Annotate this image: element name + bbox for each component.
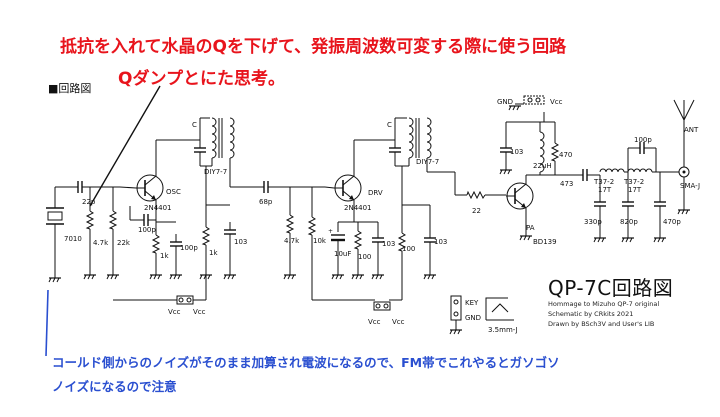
credit-line1: Hommage to Mizuho QP-7 original — [548, 300, 660, 308]
credit-line3: Drawn by BSch3V and User's LIB — [548, 320, 655, 328]
label-c68p: 68p — [259, 198, 273, 206]
red-annotation-line2: Qダンプとにた思考。 — [118, 69, 285, 89]
label-key-gnd: GND — [465, 314, 481, 322]
label-r22k: 22k — [117, 239, 131, 247]
vcc-connector-osc — [176, 295, 194, 305]
label-r1k-a: 1k — [160, 252, 169, 260]
label-t37a: T37-2 — [593, 178, 614, 186]
label-r1k-b: 1k — [209, 249, 218, 257]
label-r22: 22 — [472, 207, 481, 215]
drv-stage: 68p 4.7k 10k DRV 2N4401 + 10uF 100 103 — [255, 117, 466, 326]
label-drv: DRV — [368, 189, 383, 197]
label-diy-a: DIY7-7 — [204, 168, 227, 176]
label-c330p: 330p — [584, 218, 602, 226]
red-annotation-line1: 抵抗を入れて水晶のQを下げて、発振周波数可変する際に使う回路 — [60, 37, 567, 57]
label-pa: PA — [526, 224, 535, 232]
osc-transformer — [212, 118, 234, 158]
red-arrow-line — [89, 85, 161, 207]
blue-annotation-line2: ノイズになるので注意 — [52, 379, 177, 394]
label-c100p-a: 100p — [138, 226, 156, 234]
drv-transformer — [409, 118, 431, 158]
label-vcc1: Vcc — [168, 308, 181, 316]
label-c473: 473 — [560, 180, 573, 188]
label-l22uh: 22uH — [533, 162, 552, 170]
pa-transistor — [505, 182, 534, 210]
vcc-connector-drv — [373, 301, 391, 311]
label-osc: OSC — [166, 188, 181, 196]
schematic-title: QP-7C回路図 — [548, 276, 674, 300]
label-c103-a: 103 — [234, 238, 247, 246]
label-key: KEY — [465, 299, 479, 307]
label-jack: 3.5mm-J — [488, 326, 518, 334]
label-c103-d: 103 — [510, 148, 523, 156]
label-r100-b: 100 — [402, 245, 415, 253]
credit-line2: Schematic by CRkits 2021 — [548, 310, 634, 318]
label-t17b: 17T — [628, 186, 642, 194]
label-c10uf: 10uF — [334, 250, 351, 258]
label-c-osc: C — [192, 121, 197, 129]
label-c100p-b: 100p — [180, 244, 198, 252]
label-vcc3: Vcc — [368, 318, 381, 326]
blue-arrow-line — [45, 289, 49, 357]
label-vcc2: Vcc — [193, 308, 206, 316]
label-q3: BD139 — [533, 238, 557, 246]
label-c100p-c: 100p — [634, 136, 652, 144]
label-c103-b: 103 — [382, 240, 395, 248]
label-vcc4: Vcc — [392, 318, 405, 326]
label-t37b: T37-2 — [623, 178, 644, 186]
label-c103-c: 103 — [434, 238, 447, 246]
pa-stage: 22 PA BD139 GND Vcc 103 470 22uH 473 — [449, 95, 700, 335]
svg-text:+: + — [328, 228, 333, 235]
label-c-drv: C — [387, 121, 392, 129]
label-c820p: 820p — [620, 218, 638, 226]
label-c22p: 22p — [82, 198, 96, 206]
jack-symbol — [485, 297, 508, 320]
label-q2: 2N4401 — [344, 204, 372, 212]
label-t17a: 17T — [598, 186, 612, 194]
label-sma: SMA-J — [680, 182, 700, 190]
label-q1: 2N4401 — [144, 204, 172, 212]
osc-stage: 22p 7010 4.7k 22k OSC 2N4401 100p — [46, 117, 257, 316]
label-r100-a: 100 — [358, 253, 371, 261]
blue-annotation-line1: コールド側からのノイズがそのまま加算され電波になるので、FM帯でこれやるとガソゴ… — [52, 355, 560, 370]
crystal-symbol — [47, 211, 63, 221]
drv-transistor — [333, 174, 362, 202]
sheet-title: ■回路図 — [48, 82, 92, 95]
label-r47k-a: 4.7k — [93, 239, 109, 247]
label-gnd-top: GND — [497, 98, 513, 106]
osc-transistor — [135, 174, 164, 202]
label-r470: 470 — [559, 151, 572, 159]
label-ant: ANT — [684, 126, 699, 134]
label-vcc-top: Vcc — [550, 98, 563, 106]
label-crystal: 7010 — [64, 235, 82, 243]
label-r47k-b: 4.7k — [284, 237, 300, 245]
label-diy-b: DIY7-7 — [416, 158, 439, 166]
label-r10k: 10k — [313, 237, 327, 245]
label-c470p: 470p — [663, 218, 681, 226]
